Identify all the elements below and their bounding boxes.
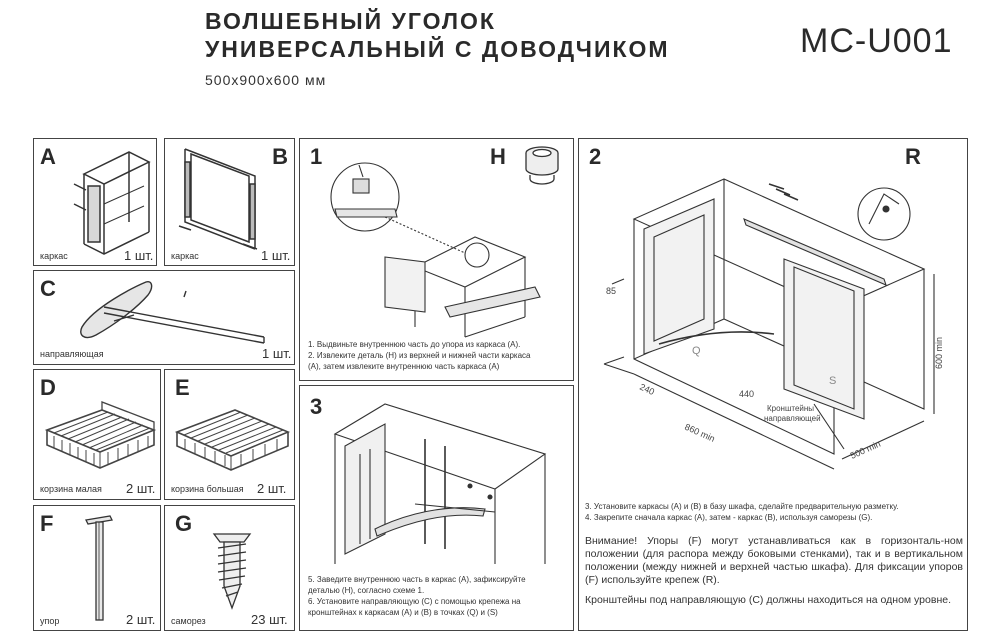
step-2-number: 2 xyxy=(589,144,602,169)
step-2-installation-drawing: 85 240 440 860 min 500 min 600 min Q S К… xyxy=(603,178,944,470)
part-e-name: корзина большая xyxy=(171,484,244,494)
part-e-qty: 2 шт. xyxy=(257,481,287,496)
part-c-qty: 1 шт. xyxy=(262,346,292,361)
dim-440-label: 440 xyxy=(739,389,754,399)
part-a-qty: 1 шт. xyxy=(124,248,154,263)
step-2-instruction-line: 4. Закрепите сначала каркас (А), затем -… xyxy=(585,513,873,522)
step-3-cabinet-drawing xyxy=(333,403,547,564)
part-c-letter: C xyxy=(40,276,56,301)
product-dimensions: 500х900х600 мм xyxy=(205,72,327,88)
model-number: MC-U001 xyxy=(800,22,953,60)
step-3-instruction-line: кронштейнах к каркасам (А) и (В) в точка… xyxy=(308,608,498,617)
dim-500-label: 500 min xyxy=(849,439,882,461)
part-a-letter: A xyxy=(40,144,56,169)
part-e-letter: E xyxy=(175,375,190,400)
step-2-instructions: 3. Установите каркасы (А) и (В) в базу ш… xyxy=(585,501,899,523)
part-b-frame-drawing xyxy=(178,148,258,250)
step-2-panel: 2 R 85 240 440 860 min 50 xyxy=(578,138,968,631)
part-g-name: саморез xyxy=(171,616,206,626)
step-3-instruction-line: деталью (Н), согласно схеме 1. xyxy=(308,586,425,595)
step-3-instruction-line: 6. Установите направляющую (С) с помощью… xyxy=(308,597,521,606)
part-e-basket-drawing xyxy=(174,409,291,471)
part-b-panel: B каркас 1 шт. xyxy=(164,138,295,266)
dim-600-label: 600 min xyxy=(934,337,944,369)
part-d-letter: D xyxy=(40,375,56,400)
part-g-panel: G саморез 23 шт. xyxy=(164,505,295,631)
step-3-instruction-line: 5. Заведите внутреннюю часть в каркас (А… xyxy=(308,575,526,584)
dim-240-label: 240 xyxy=(638,382,656,397)
part-h-bushing-drawing xyxy=(525,146,559,185)
bracket-note: Кронштейны под направляющую (С) должны н… xyxy=(585,594,951,606)
step-1-instruction-line: 1. Выдвиньте внутреннюю часть до упора и… xyxy=(308,340,521,349)
part-b-name: каркас xyxy=(171,251,199,261)
part-a-frame-drawing xyxy=(73,151,151,255)
point-q-label: Q xyxy=(692,345,701,357)
part-f-qty: 2 шт. xyxy=(126,612,156,627)
part-a-name: каркас xyxy=(40,251,68,261)
part-c-panel: C направляющая 1 шт. xyxy=(33,270,295,365)
step-1-instructions: 1. Выдвиньте внутреннюю часть до упора и… xyxy=(308,339,530,372)
title-line-2: УНИВЕРСАЛЬНЫЙ С ДОВОДЧИКОМ xyxy=(205,36,670,62)
part-b-letter: B xyxy=(272,144,288,169)
part-e-panel: E корзина большая 2 шт. xyxy=(164,369,295,500)
step-1-panel: 1 H 1. Выдвиньте внутреннюю часть до упо… xyxy=(299,138,574,381)
step-1-number: 1 xyxy=(310,144,323,169)
step-1-instruction-line: (А), затем извлеките внутреннюю часть ка… xyxy=(308,362,500,371)
part-f-stop-drawing xyxy=(85,515,113,621)
part-g-screw-drawing xyxy=(212,533,252,610)
part-d-panel: D корзина малая 2 шт. xyxy=(33,369,161,500)
step-2-part-letter: R xyxy=(905,144,921,169)
step-3-instructions: 5. Заведите внутреннюю часть в каркас (А… xyxy=(308,574,526,618)
part-f-name: упор xyxy=(40,616,60,626)
part-d-name: корзина малая xyxy=(40,484,102,494)
part-a-panel: A каркас 1 шт. xyxy=(33,138,157,266)
step-1-part-letter: H xyxy=(490,144,506,169)
step-3-panel: 3 5. Заведите внутреннюю часть в каркас … xyxy=(299,385,574,631)
attention-note: Внимание! Упоры (F) могут устанавливатьс… xyxy=(585,535,963,586)
step-1-assembly-drawing xyxy=(330,162,541,338)
part-c-name: направляющая xyxy=(40,349,104,359)
part-d-qty: 2 шт. xyxy=(126,481,156,496)
part-f-letter: F xyxy=(40,511,54,536)
step-2-instruction-line: 3. Установите каркасы (А) и (В) в базу ш… xyxy=(585,502,899,511)
step-1-instruction-line: 2. Извлеките деталь (Н) из верхней и ниж… xyxy=(308,351,531,360)
part-g-letter: G xyxy=(175,511,193,536)
part-f-panel: F упор 2 шт. xyxy=(33,505,161,631)
bracket-callout-line-2: направляющей xyxy=(764,414,821,423)
step-3-number: 3 xyxy=(310,394,323,419)
part-b-qty: 1 шт. xyxy=(261,248,291,263)
part-d-basket-drawing xyxy=(44,401,157,469)
bracket-callout-line-1: Кронштейны xyxy=(767,404,814,413)
title-line-1: ВОЛШЕБНЫЙ УГОЛОК xyxy=(205,8,496,34)
part-g-qty: 23 шт. xyxy=(251,612,288,627)
dim-860-label: 860 min xyxy=(683,422,716,444)
part-c-guide-drawing xyxy=(80,280,265,344)
point-s-label: S xyxy=(829,375,836,387)
dim-85-label: 85 xyxy=(606,286,616,296)
